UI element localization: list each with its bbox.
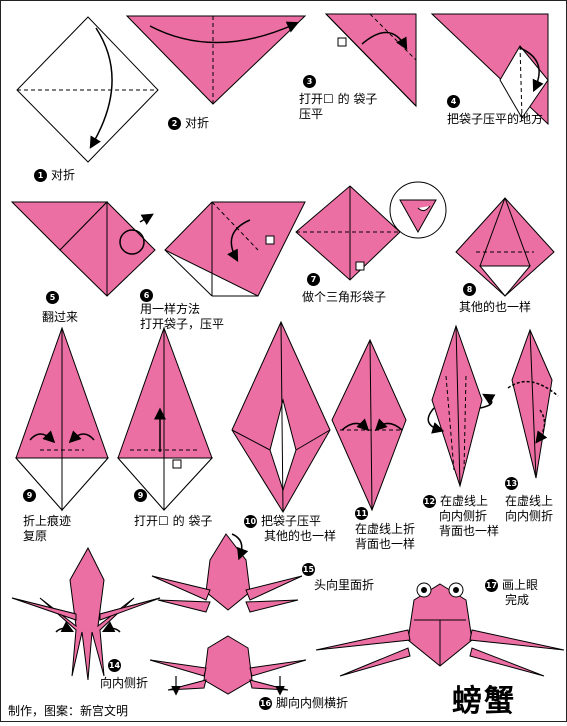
step-13-text: 在虚线上向内侧折 bbox=[505, 494, 554, 523]
step-13-label: 13 bbox=[505, 477, 518, 490]
step-4-label: 4 bbox=[447, 94, 464, 109]
step13-figure bbox=[507, 328, 559, 479]
step4-figure bbox=[430, 13, 549, 126]
step15-figure bbox=[151, 533, 303, 613]
step-11-text: 在虚线上折背面也一样 bbox=[355, 522, 416, 551]
step11-figure bbox=[331, 338, 407, 512]
step-9b-text: 打开☐ 的 袋子 bbox=[134, 514, 213, 528]
step-8-text: 其他的也一样 bbox=[459, 300, 532, 314]
step9a-figure bbox=[14, 326, 110, 512]
step-5-label: 5 bbox=[46, 290, 63, 305]
step-15-text: 头向里面折 bbox=[314, 578, 375, 592]
step-9a-text: 折上痕迹复原 bbox=[23, 514, 72, 543]
step7-figure bbox=[295, 181, 447, 281]
step9b-figure bbox=[116, 326, 214, 511]
step-15-label: 15 bbox=[302, 563, 315, 576]
step1-figure bbox=[16, 16, 159, 163]
step-3-num: 3 bbox=[303, 74, 320, 89]
step-7-label: 7 bbox=[307, 272, 324, 287]
step-4-text: 把袋子压平的地方 bbox=[447, 112, 544, 126]
step-14-label: 14 bbox=[108, 659, 121, 672]
step-7-text: 做个三角形袋子 bbox=[302, 290, 387, 304]
step-9b-label: 9 bbox=[134, 488, 151, 503]
step6-figure bbox=[164, 201, 306, 297]
step16-figure bbox=[149, 635, 307, 696]
step-9a-label: 9 bbox=[23, 488, 40, 503]
step2-figure bbox=[125, 15, 307, 105]
step-8-label: 8 bbox=[463, 282, 480, 297]
step-14-text: 向内侧折 bbox=[100, 676, 149, 690]
step5-figure bbox=[10, 201, 156, 297]
step3-figure bbox=[324, 13, 417, 108]
step8-figure bbox=[455, 197, 555, 297]
step12-figure bbox=[427, 324, 496, 488]
credit: 制作，图案：新宫文明 bbox=[8, 704, 129, 718]
step10-figure bbox=[231, 320, 331, 513]
step-11-label: 11 bbox=[355, 507, 368, 520]
step-5-text: 翻过来 bbox=[42, 310, 79, 324]
step-6-label: 6 bbox=[140, 288, 157, 303]
step-6-text: 用一样方法打开袋子，压平 bbox=[140, 302, 225, 331]
step14-figure bbox=[11, 546, 161, 681]
step-3-text: 打开☐ 的 袋子压平 bbox=[299, 92, 378, 121]
title: 螃蟹 bbox=[452, 684, 516, 719]
step17-figure bbox=[315, 582, 565, 677]
